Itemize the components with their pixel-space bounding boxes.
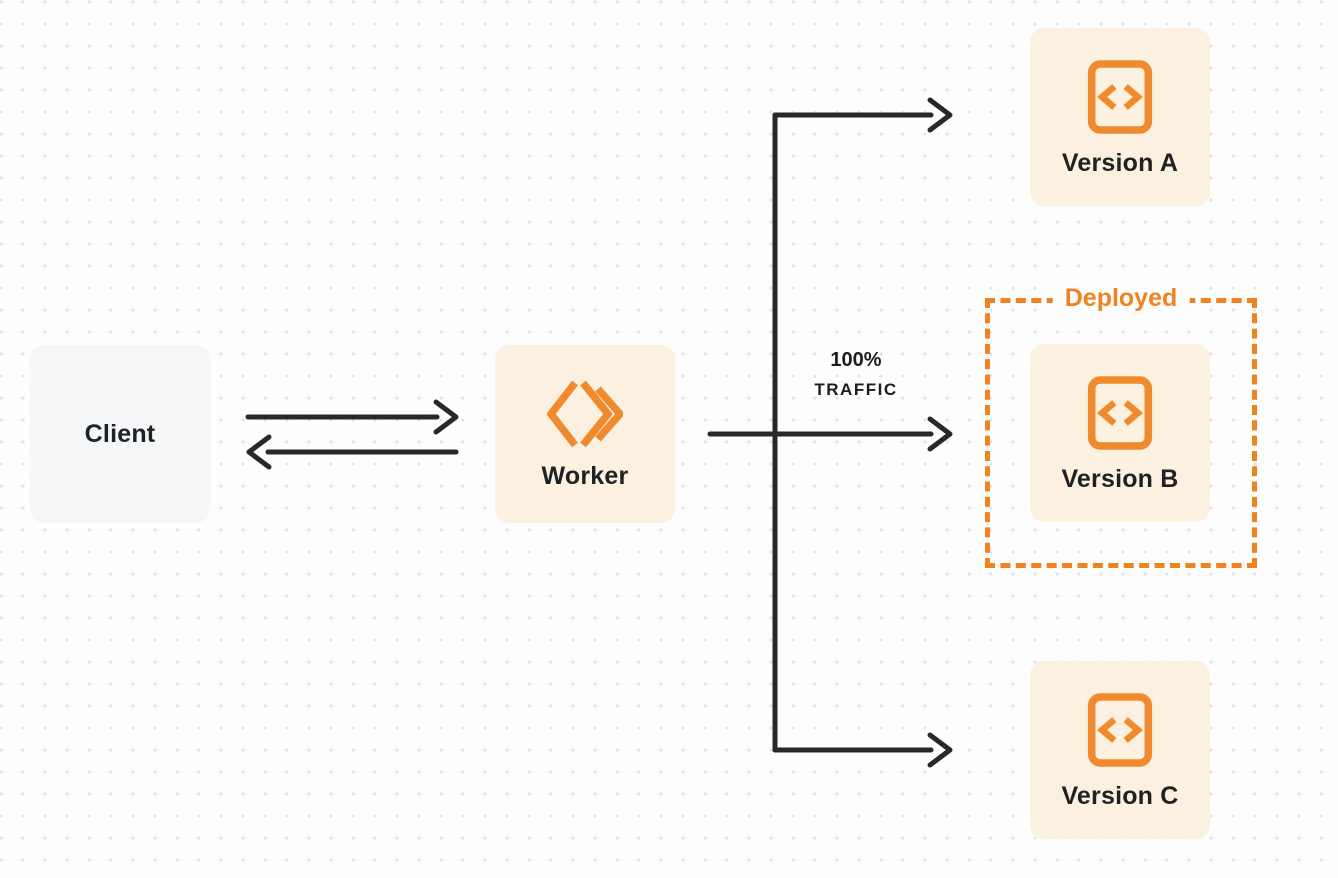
deployed-group-outline: Deployed: [985, 284, 1257, 568]
version-b-node: Version B: [1030, 344, 1210, 522]
version-b-label: Version B: [1061, 464, 1179, 493]
arrow-worker-to-version-b: [707, 416, 953, 452]
worker-double-chevron-icon: [547, 380, 623, 447]
code-document-icon: [1087, 692, 1153, 767]
traffic-percentage: 100%: [830, 349, 882, 371]
arrow-client-to-worker: [245, 399, 459, 435]
arrow-worker-to-client: [246, 434, 459, 470]
worker-node: Worker: [495, 345, 675, 523]
version-c-label: Version C: [1061, 781, 1179, 810]
worker-label: Worker: [541, 461, 629, 490]
client-label: Client: [84, 419, 156, 448]
code-document-icon: [1087, 375, 1153, 450]
traffic-label: 100% TRAFFIC: [800, 350, 912, 398]
code-document-icon: [1087, 59, 1153, 134]
version-c-node: Version C: [1030, 661, 1210, 839]
version-a-node: Version A: [1030, 28, 1210, 206]
client-node: Client: [30, 345, 210, 523]
arrow-worker-to-version-c: [772, 732, 953, 768]
deployed-label: Deployed: [1052, 284, 1190, 313]
version-a-label: Version A: [1061, 148, 1179, 177]
arrow-worker-to-version-a: [772, 97, 953, 133]
traffic-word: TRAFFIC: [814, 380, 898, 399]
